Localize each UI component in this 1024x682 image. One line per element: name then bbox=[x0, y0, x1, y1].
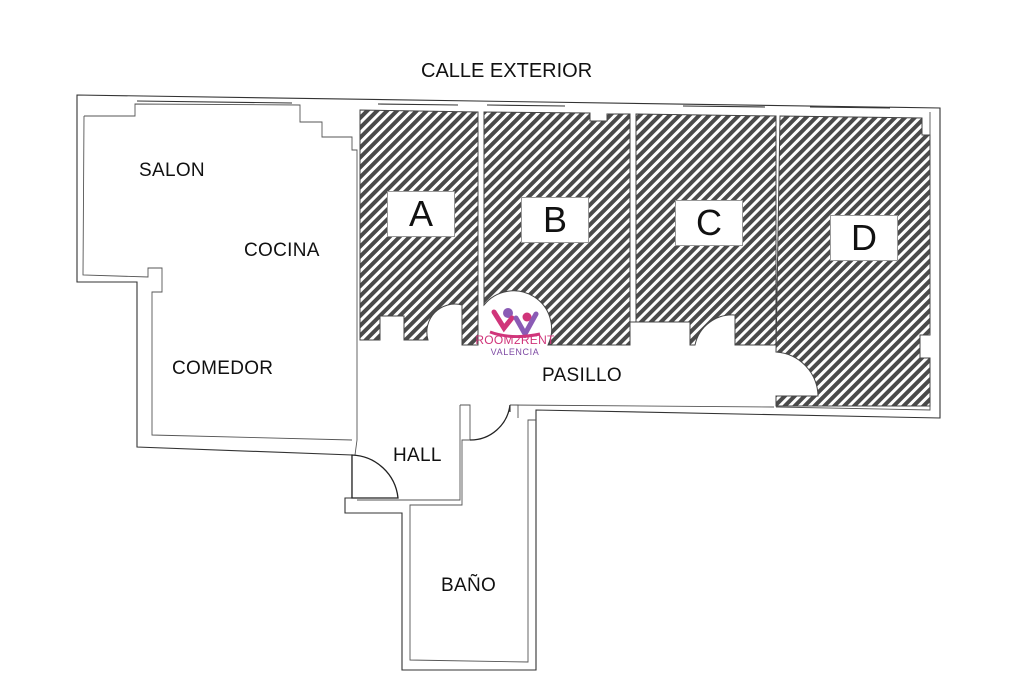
room-c-letter: C bbox=[696, 202, 722, 243]
logo-figures-icon bbox=[489, 308, 541, 338]
street-label: CALLE EXTERIOR bbox=[421, 60, 593, 82]
label-cocina: COCINA bbox=[244, 240, 320, 261]
room-b-label[interactable]: B bbox=[521, 197, 589, 243]
room-d-label[interactable]: D bbox=[830, 215, 898, 261]
room-b-letter: B bbox=[542, 199, 567, 240]
room-d-letter: D bbox=[851, 217, 877, 258]
doors bbox=[351, 404, 511, 499]
logo-city: VALENCIA bbox=[490, 347, 540, 357]
label-comedor: COMEDOR bbox=[172, 358, 274, 379]
label-pasillo: PASILLO bbox=[542, 365, 622, 386]
label-hall: HALL bbox=[393, 445, 442, 466]
label-salon: SALON bbox=[139, 160, 205, 181]
exterior-walls bbox=[76, 94, 941, 671]
room-a-letter: A bbox=[408, 193, 433, 234]
room-a-label[interactable]: A bbox=[387, 191, 455, 237]
room2rent-logo: ROOM2RENT VALENCIA bbox=[470, 306, 560, 376]
room-d-area bbox=[775, 115, 931, 407]
room-c-label[interactable]: C bbox=[675, 200, 743, 246]
label-bano: BAÑO bbox=[441, 575, 497, 596]
